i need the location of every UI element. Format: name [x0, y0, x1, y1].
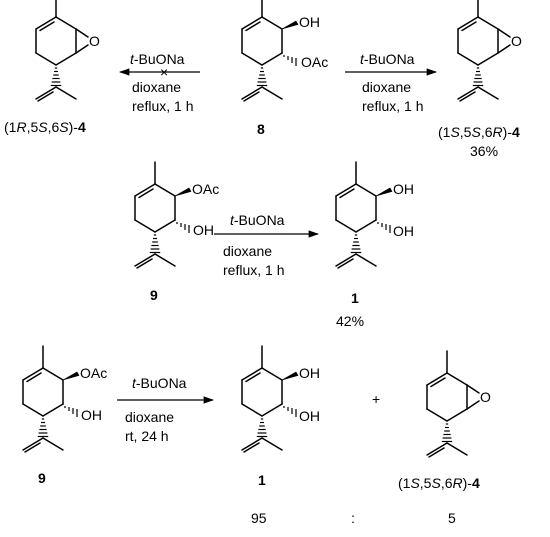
- compound-8-oac: OAc: [301, 54, 328, 70]
- compound-1-row3: OH OH 1: [241, 345, 320, 488]
- compound-1-oh-bottom: OH: [393, 223, 414, 239]
- right-arrow: t-BuONa dioxane reflux, 1 h: [345, 51, 438, 114]
- compound-1-row2: OH OH 1 42%: [335, 161, 414, 329]
- compound-9-number: 9: [150, 287, 158, 303]
- compound-9-oac: OAc: [192, 181, 219, 197]
- compound-8: OH OAc 8: [241, 0, 328, 137]
- right-arrow-condition: reflux, 1 h: [362, 98, 423, 114]
- left-product-epoxide: O (1R,5S,6S)-4: [4, 0, 100, 135]
- epoxide-oxygen-label: O: [480, 389, 491, 405]
- product-ratio: 95 : 5: [251, 510, 456, 526]
- compound-9-oac: OAc: [80, 365, 107, 381]
- row2-arrow-solvent: dioxane: [223, 243, 272, 259]
- compound-1-oh-bottom: OH: [299, 408, 320, 424]
- compound-8-oh: OH: [299, 14, 320, 30]
- compound-1-oh-top: OH: [299, 365, 320, 381]
- compound-1-number: 1: [258, 472, 266, 488]
- row3-arrow-reagent: t-BuONa: [132, 375, 187, 391]
- right-product-yield: 36%: [470, 143, 498, 159]
- row3-arrow-solvent: dioxane: [125, 409, 174, 425]
- blocked-cross-icon: ×: [160, 64, 168, 80]
- plus-sign: +: [372, 391, 380, 407]
- compound-8-number: 8: [257, 121, 265, 137]
- left-product-label: (1R,5S,6S)-4: [4, 119, 86, 135]
- ratio-value-b: 5: [448, 510, 456, 526]
- left-arrow-solvent: dioxane: [132, 79, 181, 95]
- row2-arrow: t-BuONa dioxane reflux, 1 h: [214, 212, 320, 278]
- ratio-separator: :: [351, 510, 355, 526]
- row3-arrow: t-BuONa dioxane rt, 24 h: [117, 375, 215, 444]
- left-arrow-blocked: t-BuONa dioxane reflux, 1 h ×: [118, 51, 200, 114]
- left-arrow-reagent: t-BuONa: [130, 51, 185, 67]
- compound-1-yield: 42%: [336, 313, 364, 329]
- row3-epoxide-product: O (1S,5S,6R)-4: [398, 350, 491, 491]
- compound-1-number: 1: [351, 290, 359, 306]
- compound-9-oh: OH: [193, 222, 214, 238]
- right-arrow-solvent: dioxane: [362, 79, 411, 95]
- right-product-epoxide: O (1S,5S,6R)-4 36%: [438, 0, 522, 159]
- row2-arrow-reagent: t-BuONa: [230, 212, 285, 228]
- compound-9-row3: OAc OH 9: [22, 345, 107, 486]
- compound-9-row2: OAc OH 9: [134, 161, 219, 303]
- right-arrow-reagent: t-BuONa: [360, 51, 415, 67]
- compound-9-oh: OH: [81, 407, 102, 423]
- left-arrow-condition: reflux, 1 h: [132, 98, 193, 114]
- epoxide-oxygen-label: O: [89, 33, 100, 49]
- epoxide-oxygen-label: O: [511, 33, 522, 49]
- right-product-label: (1S,5S,6R)-4: [438, 124, 520, 140]
- compound-1-oh-top: OH: [393, 181, 414, 197]
- row3-arrow-condition: rt, 24 h: [125, 428, 169, 444]
- row3-epoxide-label: (1S,5S,6R)-4: [398, 475, 480, 491]
- compound-9-number: 9: [38, 470, 46, 486]
- row2-arrow-condition: reflux, 1 h: [223, 262, 284, 278]
- ratio-value-a: 95: [251, 510, 267, 526]
